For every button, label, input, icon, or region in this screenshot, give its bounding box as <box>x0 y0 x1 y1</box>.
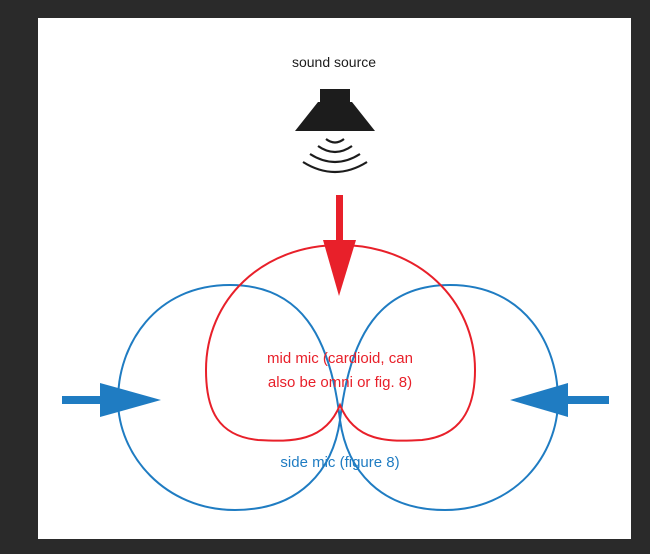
sound-waves-icon <box>302 138 368 173</box>
arrow-left-icon <box>510 383 609 417</box>
side-mic-pattern <box>116 283 560 512</box>
side-mic-label: side mic (figure 8) <box>280 454 399 471</box>
arrow-down-icon <box>323 195 356 296</box>
sound-source-label: sound source <box>292 54 376 70</box>
mid-mic-label-line1: mid mic (cardioid, can <box>267 350 413 367</box>
speaker-icon <box>295 89 375 131</box>
mid-mic-label-line2: also be omni or fig. 8) <box>268 374 412 391</box>
arrow-right-icon <box>62 383 161 417</box>
